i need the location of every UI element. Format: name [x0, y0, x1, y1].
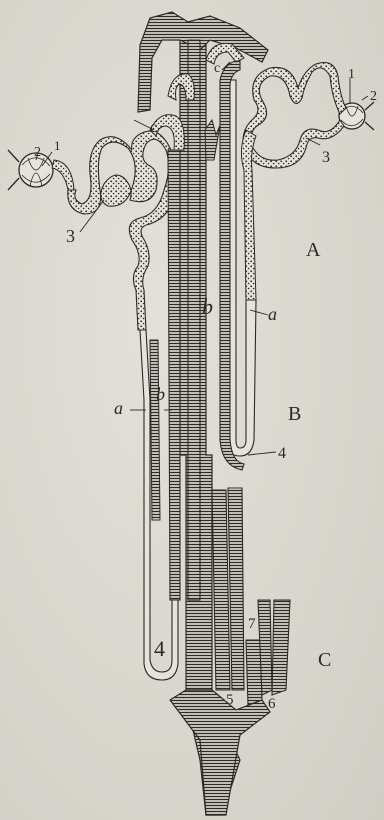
left-neck [52, 160, 74, 190]
label-6: 6 [268, 696, 276, 712]
region-label-a: A [306, 239, 321, 261]
left-glomerulus [8, 150, 53, 190]
junction-spur [205, 120, 220, 160]
label-right-a: a [268, 304, 277, 324]
left-convoluted-tubule [68, 131, 177, 330]
collecting-duct-system [138, 12, 290, 815]
left-ascending-limb-upper [168, 150, 180, 600]
region-label-c: C [318, 649, 331, 671]
label-middle-b: b [202, 294, 213, 319]
label-right-2: 2 [370, 89, 377, 104]
label-left-c: c [150, 119, 157, 136]
label-7: 7 [248, 616, 256, 632]
label-left-a: a [114, 398, 123, 418]
left-nephron [8, 74, 194, 680]
label-right-4: 4 [278, 445, 286, 462]
right-convoluted-tubule [243, 63, 346, 169]
label-right-3: 3 [322, 149, 330, 166]
region-label-b: B [288, 403, 301, 425]
label-right-1: 1 [348, 67, 355, 82]
label-right-c: c [214, 61, 220, 76]
label-left-4: 4 [154, 636, 165, 661]
label-left-1: 1 [54, 138, 61, 153]
label-left-b: b [156, 384, 165, 404]
label-left-2: 2 [34, 145, 41, 160]
branch-7b [272, 600, 290, 695]
branch-5 [212, 490, 230, 690]
collecting-duct-base [170, 690, 270, 815]
left-ascending-limb [150, 340, 160, 520]
label-5: 5 [226, 692, 234, 708]
middle-straight-tubule [188, 40, 200, 600]
label-left-3: 3 [66, 226, 75, 246]
branch-5b [228, 488, 244, 690]
